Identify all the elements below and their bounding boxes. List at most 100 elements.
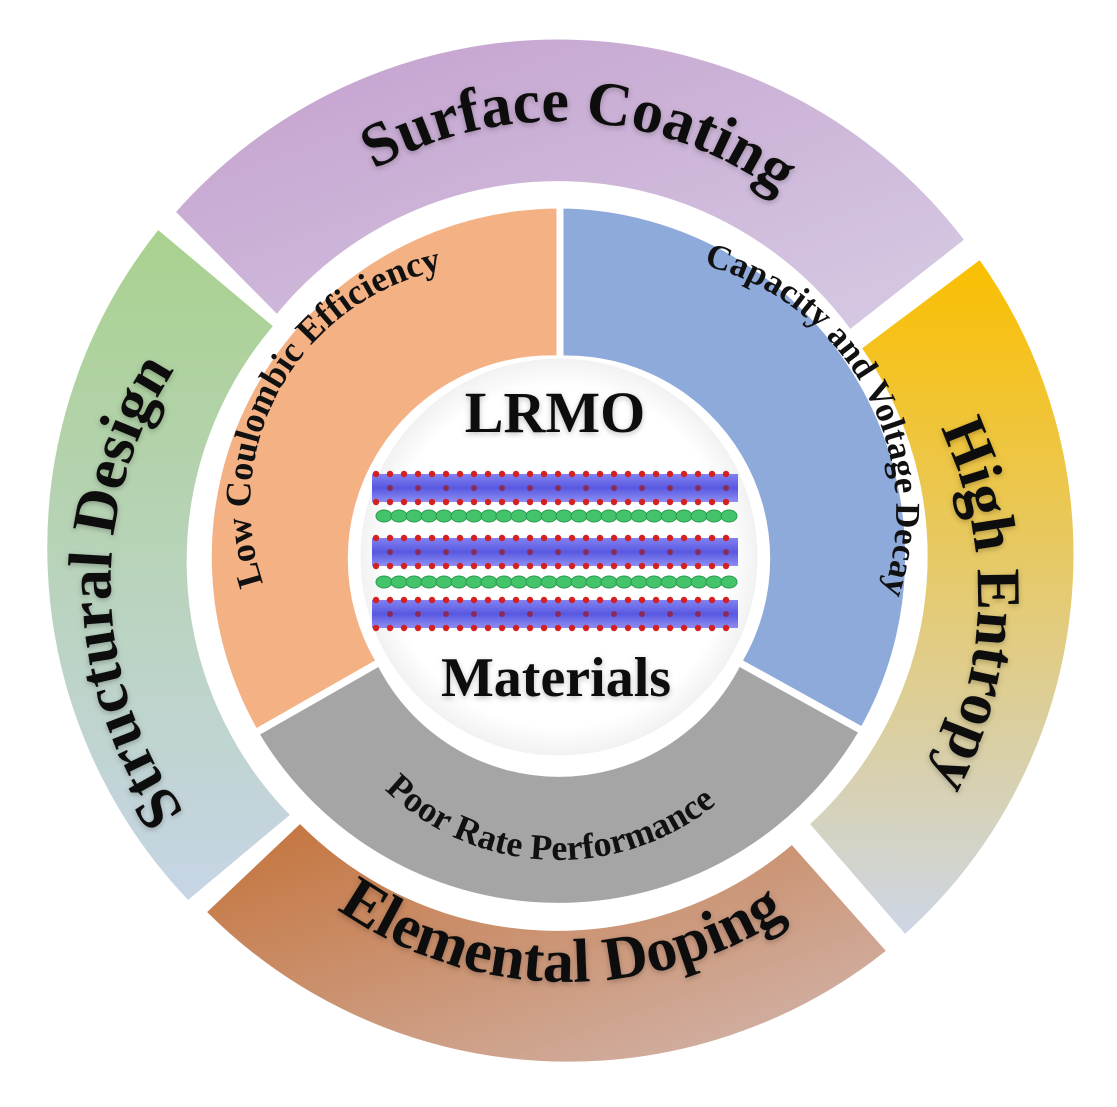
oxygen-atom xyxy=(442,470,450,478)
metal-atom xyxy=(527,611,533,617)
oxygen-atom xyxy=(554,562,562,570)
metal-atom xyxy=(639,485,645,491)
lithium-atom xyxy=(720,509,738,523)
metal-atom xyxy=(723,611,729,617)
lithium-atom xyxy=(675,575,693,589)
oxygen-atom xyxy=(568,596,576,604)
oxygen-atom xyxy=(554,498,562,506)
crystal-structure-image xyxy=(372,470,738,632)
oxygen-atom xyxy=(386,562,394,570)
lithium-atom xyxy=(390,575,408,589)
oxygen-atom xyxy=(470,534,478,542)
lithium-atom xyxy=(375,509,393,523)
oxygen-atom xyxy=(428,470,436,478)
oxygen-atom xyxy=(414,562,422,570)
oxygen-atom xyxy=(456,534,464,542)
lithium-atom xyxy=(405,509,423,523)
oxygen-atom xyxy=(680,596,688,604)
lithium-atom xyxy=(630,575,648,589)
lithium-atom xyxy=(675,509,693,523)
oxygen-atom xyxy=(428,624,436,632)
oxygen-atom xyxy=(638,470,646,478)
lithium-atom xyxy=(600,575,618,589)
oxygen-atom xyxy=(540,534,548,542)
metal-atom xyxy=(415,485,421,491)
oxygen-atom xyxy=(386,470,394,478)
oxygen-atom xyxy=(386,596,394,604)
lithium-atom xyxy=(690,575,708,589)
oxygen-atom xyxy=(568,624,576,632)
oxygen-atom xyxy=(596,624,604,632)
oxygen-atom xyxy=(666,498,674,506)
oxygen-atom xyxy=(484,562,492,570)
outer-ring xyxy=(44,36,1077,1065)
lithium-atom xyxy=(660,509,678,523)
oxygen-atom xyxy=(694,534,702,542)
oxygen-atom xyxy=(400,624,408,632)
oxygen-atom xyxy=(610,624,618,632)
oxygen-atom xyxy=(484,624,492,632)
metal-atom xyxy=(555,485,561,491)
oxygen-atom xyxy=(582,498,590,506)
oxygen-atom xyxy=(680,534,688,542)
oxygen-atom xyxy=(722,498,730,506)
oxygen-atom xyxy=(512,624,520,632)
metal-atom xyxy=(695,611,701,617)
lithium-atom xyxy=(525,575,543,589)
oxygen-atom xyxy=(540,624,548,632)
metal-atom xyxy=(611,549,617,555)
oxygen-atom xyxy=(582,562,590,570)
oxygen-atom xyxy=(624,596,632,604)
oxygen-atom xyxy=(526,562,534,570)
lithium-atom xyxy=(450,509,468,523)
oxygen-atom xyxy=(596,596,604,604)
oxygen-atom xyxy=(498,498,506,506)
center-subtitle: Materials xyxy=(441,647,671,709)
metal-atom xyxy=(639,611,645,617)
oxygen-atom xyxy=(470,596,478,604)
oxygen-atom xyxy=(386,534,394,542)
oxygen-atom xyxy=(498,470,506,478)
oxygen-atom xyxy=(498,596,506,604)
oxygen-atom xyxy=(708,562,716,570)
lithium-atom xyxy=(540,575,558,589)
lithium-atom xyxy=(465,509,483,523)
oxygen-atom xyxy=(386,624,394,632)
oxygen-atom xyxy=(582,624,590,632)
metal-atom xyxy=(527,549,533,555)
metal-atom xyxy=(667,611,673,617)
oxygen-atom xyxy=(512,498,520,506)
oxygen-atom xyxy=(442,498,450,506)
oxygen-atom xyxy=(610,562,618,570)
metal-atom xyxy=(387,611,393,617)
oxygen-atom xyxy=(708,470,716,478)
oxygen-atom xyxy=(568,534,576,542)
lithium-atom xyxy=(585,509,603,523)
oxygen-atom xyxy=(666,596,674,604)
oxygen-atom xyxy=(498,534,506,542)
oxygen-atom xyxy=(694,470,702,478)
oxygen-atom xyxy=(624,624,632,632)
oxygen-atom xyxy=(372,498,380,506)
lithium-atom xyxy=(660,575,678,589)
oxygen-atom xyxy=(442,596,450,604)
oxygen-atom xyxy=(666,470,674,478)
metal-atom xyxy=(723,549,729,555)
oxygen-atom xyxy=(414,596,422,604)
oxygen-atom xyxy=(722,470,730,478)
lithium-atom xyxy=(495,575,513,589)
oxygen-atom xyxy=(624,534,632,542)
oxygen-atom xyxy=(694,562,702,570)
lithium-atom xyxy=(420,575,438,589)
metal-atom xyxy=(611,611,617,617)
oxygen-atom xyxy=(414,624,422,632)
oxygen-atom xyxy=(470,498,478,506)
lithium-atom xyxy=(495,509,513,523)
metal-atom xyxy=(443,485,449,491)
lithium-atom xyxy=(615,575,633,589)
segment-high-entropy xyxy=(805,255,1077,939)
oxygen-atom xyxy=(442,624,450,632)
oxygen-atom xyxy=(484,470,492,478)
